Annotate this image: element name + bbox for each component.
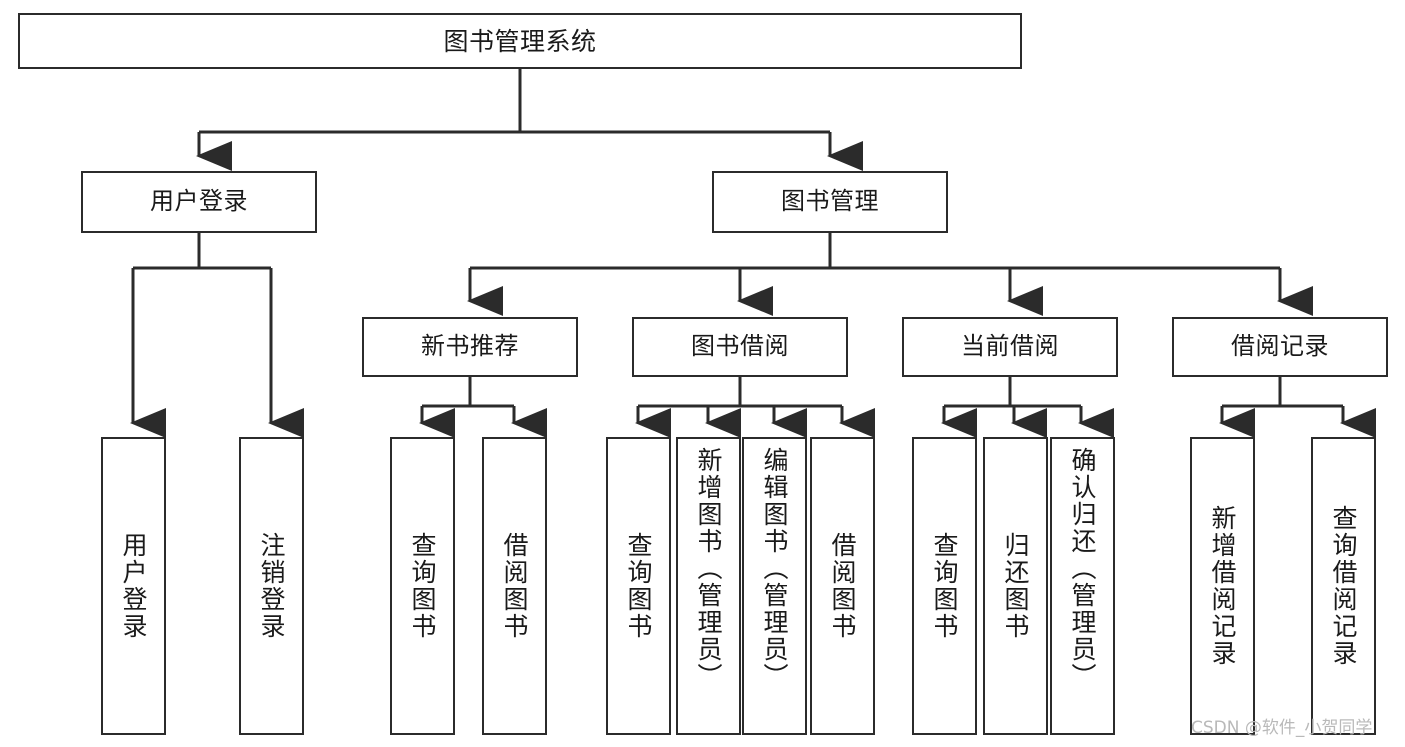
node-root[interactable]: 图书管理系统 (18, 13, 1022, 69)
csdn-watermark: CSDN @软件_小贺同学 (1191, 718, 1373, 738)
node-leaf-logout-label: 注销登录 (257, 532, 286, 640)
node-leaf-add-record-label: 新增借阅记录 (1208, 505, 1237, 667)
node-current-borrow[interactable]: 当前借阅 (902, 317, 1118, 377)
node-leaf-return-book[interactable]: 归还图书 (983, 437, 1048, 735)
node-leaf-confirm-return[interactable]: 确认归还（管理员） (1050, 437, 1115, 735)
node-borrow-record[interactable]: 借阅记录 (1172, 317, 1388, 377)
node-leaf-query-book-2[interactable]: 查询图书 (606, 437, 671, 735)
node-leaf-borrow-book-2-label: 借阅图书 (828, 532, 857, 640)
node-leaf-add-book-label: 新增图书（管理员） (694, 447, 723, 690)
node-borrow-record-label: 借阅记录 (1231, 332, 1329, 361)
node-user-login-label: 用户登录 (150, 187, 248, 216)
node-leaf-query-record[interactable]: 查询借阅记录 (1311, 437, 1376, 735)
node-leaf-user-login-label: 用户登录 (119, 532, 148, 640)
node-leaf-logout[interactable]: 注销登录 (239, 437, 304, 735)
node-leaf-user-login[interactable]: 用户登录 (101, 437, 166, 735)
node-leaf-add-book[interactable]: 新增图书（管理员） (676, 437, 741, 735)
node-leaf-query-book-1-label: 查询图书 (408, 532, 437, 640)
node-book-borrow-label: 图书借阅 (691, 332, 789, 361)
node-new-book-rec-label: 新书推荐 (421, 332, 519, 361)
node-leaf-borrow-book-1-label: 借阅图书 (500, 532, 529, 640)
node-book-manage-label: 图书管理 (781, 187, 879, 216)
node-root-label: 图书管理系统 (443, 26, 597, 56)
node-leaf-query-book-2-label: 查询图书 (624, 532, 653, 640)
node-leaf-edit-book[interactable]: 编辑图书（管理员） (742, 437, 807, 735)
node-leaf-query-book-3[interactable]: 查询图书 (912, 437, 977, 735)
node-leaf-borrow-book-1[interactable]: 借阅图书 (482, 437, 547, 735)
node-book-manage[interactable]: 图书管理 (712, 171, 948, 233)
node-current-borrow-label: 当前借阅 (961, 332, 1059, 361)
node-user-login[interactable]: 用户登录 (81, 171, 317, 233)
node-leaf-query-book-3-label: 查询图书 (930, 532, 959, 640)
node-leaf-query-record-label: 查询借阅记录 (1329, 505, 1358, 667)
node-leaf-query-book-1[interactable]: 查询图书 (390, 437, 455, 735)
node-leaf-return-book-label: 归还图书 (1001, 532, 1030, 640)
node-leaf-edit-book-label: 编辑图书（管理员） (760, 447, 789, 690)
node-new-book-rec[interactable]: 新书推荐 (362, 317, 578, 377)
node-book-borrow[interactable]: 图书借阅 (632, 317, 848, 377)
node-leaf-borrow-book-2[interactable]: 借阅图书 (810, 437, 875, 735)
node-leaf-confirm-return-label: 确认归还（管理员） (1068, 447, 1097, 690)
node-leaf-add-record[interactable]: 新增借阅记录 (1190, 437, 1255, 735)
